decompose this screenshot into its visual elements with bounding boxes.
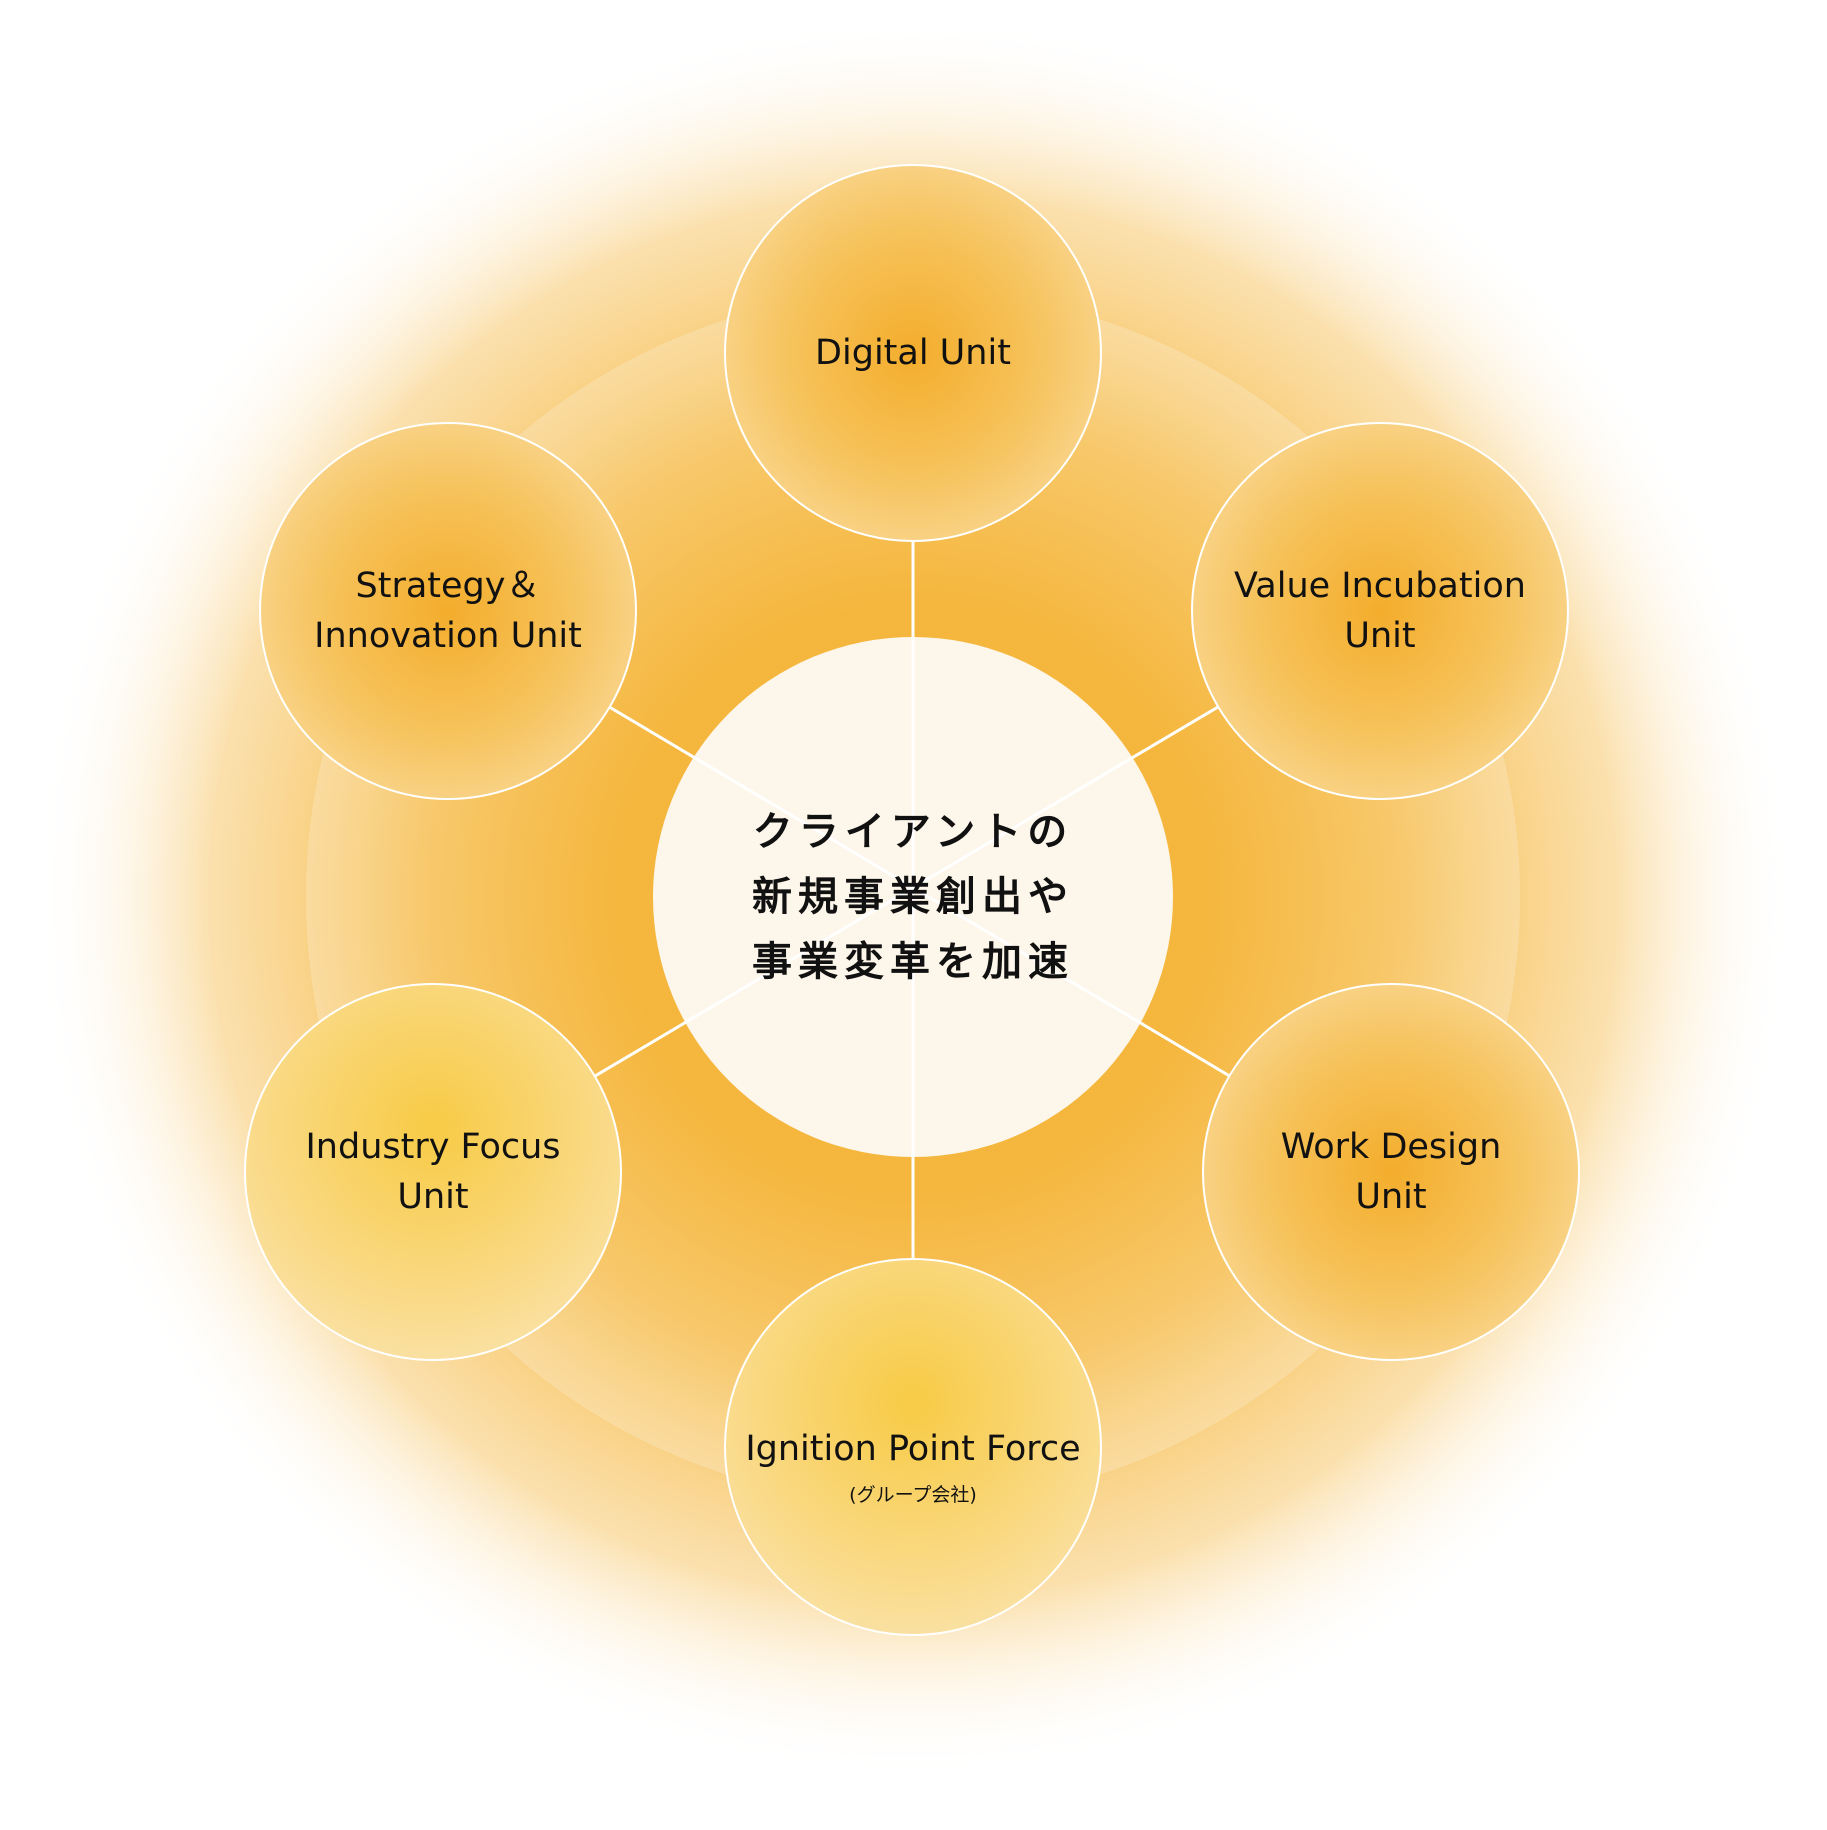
- center-line-3: 事業変革を加速: [752, 938, 1074, 985]
- unit-label: Ignition Point Force: [745, 1429, 1081, 1469]
- unit-industry-focus[interactable]: Industry Focus Unit: [244, 983, 622, 1361]
- unit-strategy-innovation[interactable]: Strategy＆ Innovation Unit: [259, 422, 637, 800]
- unit-label: Work Design: [1280, 1127, 1502, 1167]
- unit-work-design[interactable]: Work Design Unit: [1202, 983, 1580, 1361]
- center-line-1: クライアントの: [752, 808, 1074, 855]
- unit-digital[interactable]: Digital Unit: [724, 164, 1102, 542]
- unit-label: Industry Focus: [305, 1127, 561, 1167]
- unit-label: Unit: [1344, 616, 1416, 656]
- unit-sublabel: (グループ会社): [849, 1484, 977, 1506]
- center-line-2: 新規事業創出や: [752, 873, 1074, 920]
- unit-label: Strategy＆: [355, 566, 541, 606]
- unit-label: Digital Unit: [815, 333, 1011, 373]
- center-title: クライアントの新規事業創出や事業変革を加速: [653, 637, 1173, 1157]
- unit-value-incubation[interactable]: Value Incubation Unit: [1191, 422, 1569, 800]
- unit-label: Innovation Unit: [314, 616, 582, 656]
- unit-label: Unit: [397, 1177, 469, 1217]
- unit-ignition-point-force[interactable]: Ignition Point Force (グループ会社): [724, 1258, 1102, 1636]
- unit-label: Value Incubation: [1234, 566, 1526, 606]
- unit-label: Unit: [1355, 1177, 1427, 1217]
